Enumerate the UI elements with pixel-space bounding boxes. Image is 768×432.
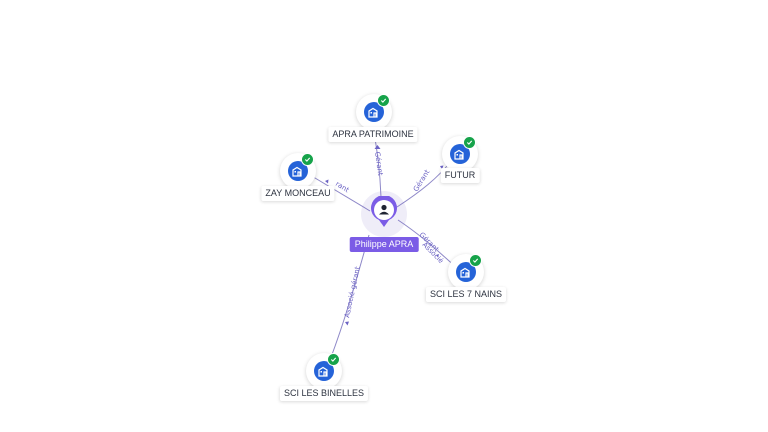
edge-arrow-sci-les-binelles	[345, 321, 349, 326]
edge-arrow-sci-les-7-nains	[436, 254, 439, 258]
company-label-sci-les-7-nains[interactable]: SCI LES 7 NAINS	[425, 287, 507, 302]
edge-line-zay-monceau	[309, 174, 371, 212]
person-name-label[interactable]: Philippe APRA	[349, 237, 419, 252]
edge-label-zay-monceau: rant	[334, 180, 351, 195]
company-label-apra-patrimoine[interactable]: APRA PATRIMOINE	[328, 127, 418, 142]
company-label-zay-monceau[interactable]: ZAY MONCEAU	[261, 186, 335, 201]
edge-arrow-apra-patrimoine	[374, 145, 381, 149]
person-pin-icon[interactable]	[368, 196, 400, 228]
edge-label-apra-patrimoine: Gérant	[373, 151, 384, 176]
check-badge-icon	[327, 353, 340, 366]
company-node-futur[interactable]	[442, 136, 478, 172]
edge-arrow-futur	[440, 165, 444, 170]
check-badge-icon	[463, 136, 476, 149]
edge-arrow-zay-monceau	[325, 179, 329, 184]
check-badge-icon	[301, 153, 314, 166]
company-label-futur[interactable]: FUTUR	[440, 168, 480, 183]
edge-label-sci-les-binelles: Associé-gérant	[343, 266, 362, 319]
company-node-zay-monceau[interactable]	[280, 153, 316, 189]
building-icon	[456, 262, 476, 282]
check-badge-icon	[377, 94, 390, 107]
building-icon	[364, 102, 384, 122]
company-node-sci-les-binelles[interactable]	[306, 353, 342, 389]
check-badge-icon	[469, 254, 482, 267]
company-node-sci-les-7-nains[interactable]	[448, 254, 484, 290]
building-icon	[288, 161, 308, 181]
building-icon	[450, 144, 470, 164]
building-icon	[314, 361, 334, 381]
company-node-apra-patrimoine[interactable]	[356, 94, 392, 130]
company-label-sci-les-binelles[interactable]: SCI LES BINELLES	[279, 386, 369, 401]
